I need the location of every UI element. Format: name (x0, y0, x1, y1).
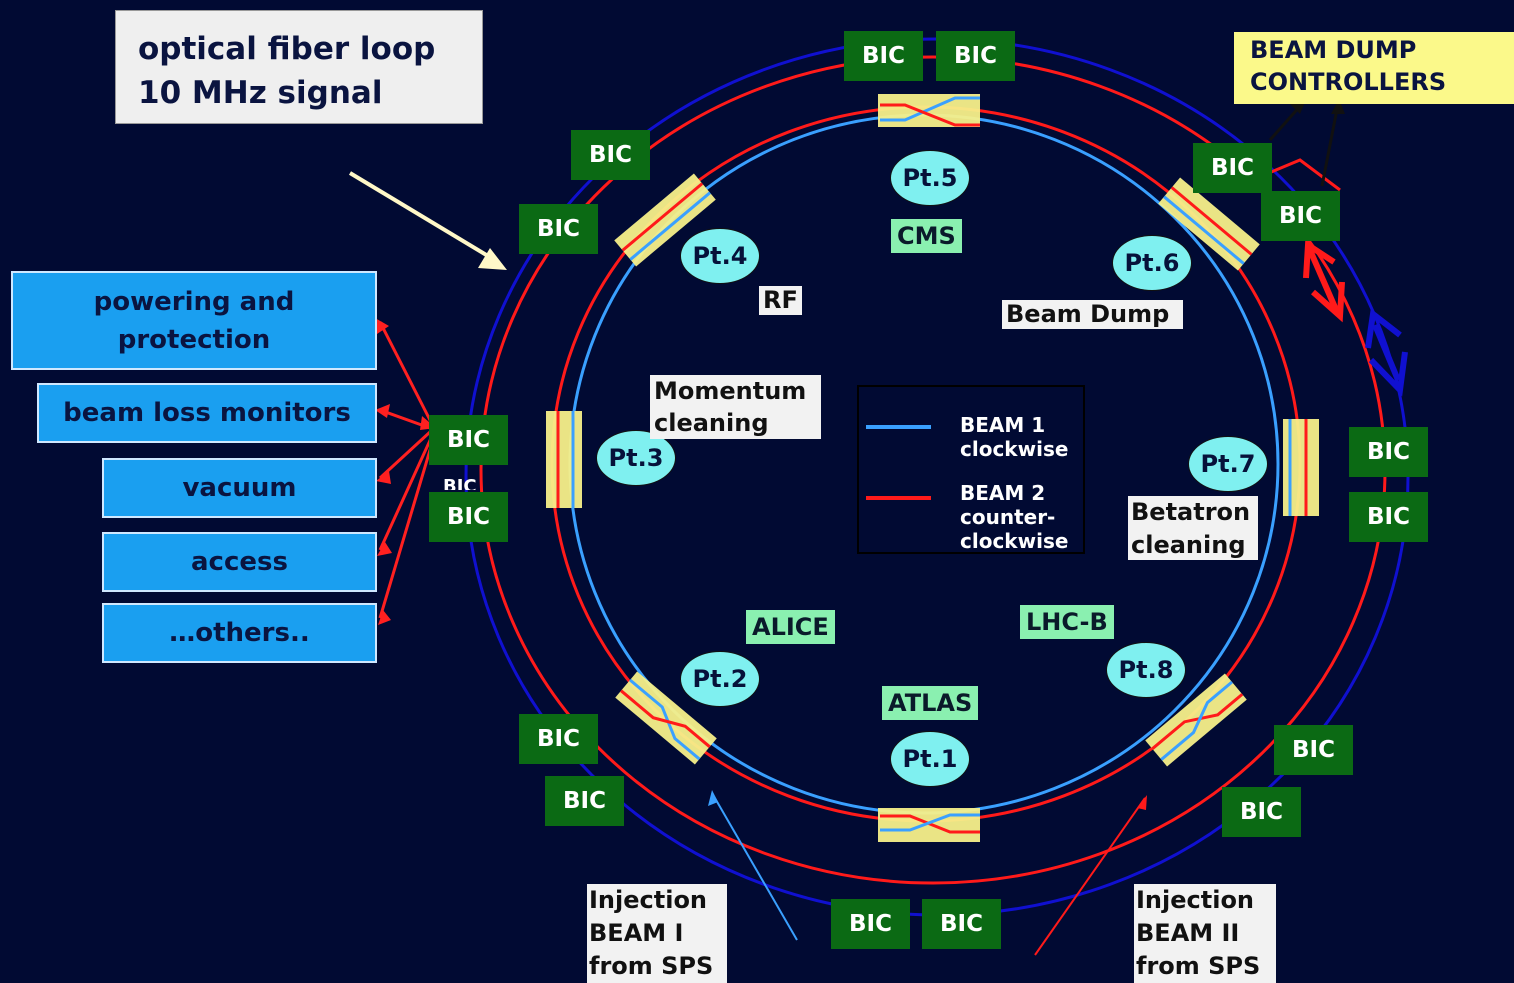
bic-box: BIC (545, 776, 624, 826)
title-line-2: 10 MHz signal (138, 75, 383, 111)
insertion-pt4 (614, 173, 716, 267)
beam1-permit-double-arrow (1365, 308, 1408, 397)
beam-dump-controllers-line1: BEAM DUMP (1250, 36, 1417, 64)
insertion-pt7 (1283, 419, 1319, 516)
system-vacuum: vacuum (102, 458, 377, 518)
crossing-pt5-red (880, 103, 980, 127)
experiment-lhcb-label: LHC-B (1020, 605, 1114, 639)
crossing-pt5 (880, 96, 980, 122)
system-connection-arrows (378, 321, 435, 619)
bic-box: BIC (1222, 787, 1301, 837)
insertion-pt6 (1158, 177, 1260, 271)
bic-box: BIC (936, 31, 1015, 81)
point-1-ellipse: Pt.1 (890, 731, 970, 787)
system-others: …others.. (102, 603, 377, 663)
fiber-pointer-arrow (348, 171, 500, 264)
betatron-cleaning-label: Betatron cleaning (1128, 496, 1258, 560)
legend-beam2-line2: counter- (960, 505, 1056, 529)
legend-beam2-line3: clockwise (960, 529, 1069, 553)
dump-ctrl-head-2 (1331, 99, 1345, 114)
injection-beam1-arrow (711, 792, 798, 941)
rf-label: RF (759, 286, 802, 315)
insertion-pt8 (1145, 673, 1247, 767)
injection-beam1-line3: from SPS (589, 952, 714, 980)
point-3-ellipse: Pt.3 (596, 430, 676, 486)
bic-box: BIC (519, 714, 598, 764)
injection-beam2-line2: BEAM II (1136, 919, 1240, 947)
experiment-atlas-label: ATLAS (882, 686, 979, 720)
injection-beam2-arrow (1034, 797, 1146, 956)
legend-beam1-line1: BEAM 1 (960, 413, 1046, 437)
experiment-cms-label: CMS (891, 219, 962, 253)
point-6-ellipse: Pt.6 (1112, 235, 1192, 291)
injection-beam2-line3: from SPS (1136, 952, 1261, 980)
bic-box: BIC (571, 130, 650, 180)
injection-beam1-label: Injection BEAM I from SPS (587, 884, 727, 983)
bic-box: BIC (519, 204, 598, 254)
betatron-line1: Betatron (1131, 498, 1251, 526)
bic-box: BIC (1349, 427, 1428, 477)
experiment-alice-label: ALICE (746, 610, 835, 644)
bic-box: BIC (429, 492, 508, 542)
legend-beam2-line1: BEAM 2 (960, 481, 1046, 505)
bic-label-partial: BIC (443, 478, 477, 490)
fiber-pointer-head (478, 248, 507, 270)
injection-beam2-head (1137, 795, 1147, 810)
bic-box: BIC (844, 31, 923, 81)
injection-beam1-line1: Injection (589, 886, 708, 914)
momentum-line1: Momentum (654, 377, 807, 405)
bic-box: BIC (831, 899, 910, 949)
injection-beam2-label: Injection BEAM II from SPS (1134, 884, 1276, 983)
momentum-cleaning-label: Momentum cleaning (650, 375, 821, 439)
beam2-permit-double-arrow (1303, 239, 1345, 323)
system-powering-protection: powering and protection (11, 271, 377, 370)
legend-beam1-line2: clockwise (960, 437, 1069, 461)
injection-beam1-line2: BEAM I (589, 919, 684, 947)
point-7-ellipse: Pt.7 (1188, 436, 1268, 492)
beam-dump-label: Beam Dump (1002, 300, 1184, 329)
system-access: access (102, 532, 377, 592)
point-8-ellipse: Pt.8 (1106, 642, 1186, 698)
optical-fiber-loop-title: optical fiber loop 10 MHz signal (115, 10, 483, 124)
beam-dump-controllers-line2: CONTROLLERS (1250, 68, 1447, 96)
bic-box: BIC (1261, 191, 1340, 241)
injection-beam2-line1: Injection (1136, 886, 1255, 914)
bic-box: BIC (429, 415, 508, 465)
bic-box: BIC (1193, 143, 1272, 193)
betatron-line2: cleaning (1131, 531, 1246, 559)
momentum-line2: cleaning (654, 409, 769, 437)
bic-box: BIC (1274, 725, 1353, 775)
bic-box: BIC (1349, 492, 1428, 542)
title-line-1: optical fiber loop (138, 31, 436, 67)
point-2-ellipse: Pt.2 (680, 651, 760, 707)
point-4-ellipse: Pt.4 (680, 228, 760, 284)
insertion-pt2 (615, 671, 717, 765)
dump-ctrl-arrow-2 (1320, 103, 1340, 187)
system-arrowheads (375, 318, 436, 625)
beam-dump-controllers-box: BEAM DUMP CONTROLLERS (1234, 32, 1514, 104)
beam-legend: BEAM 1 clockwise BEAM 2 counter- clockwi… (857, 385, 1085, 554)
insertion-pt3 (546, 411, 582, 508)
system-beam-loss-monitors: beam loss monitors (37, 383, 377, 443)
injection-beam1-head (708, 790, 718, 806)
point-5-ellipse: Pt.5 (890, 150, 970, 206)
crossing-pt1-blue (880, 813, 980, 832)
bic-box: BIC (922, 899, 1001, 949)
